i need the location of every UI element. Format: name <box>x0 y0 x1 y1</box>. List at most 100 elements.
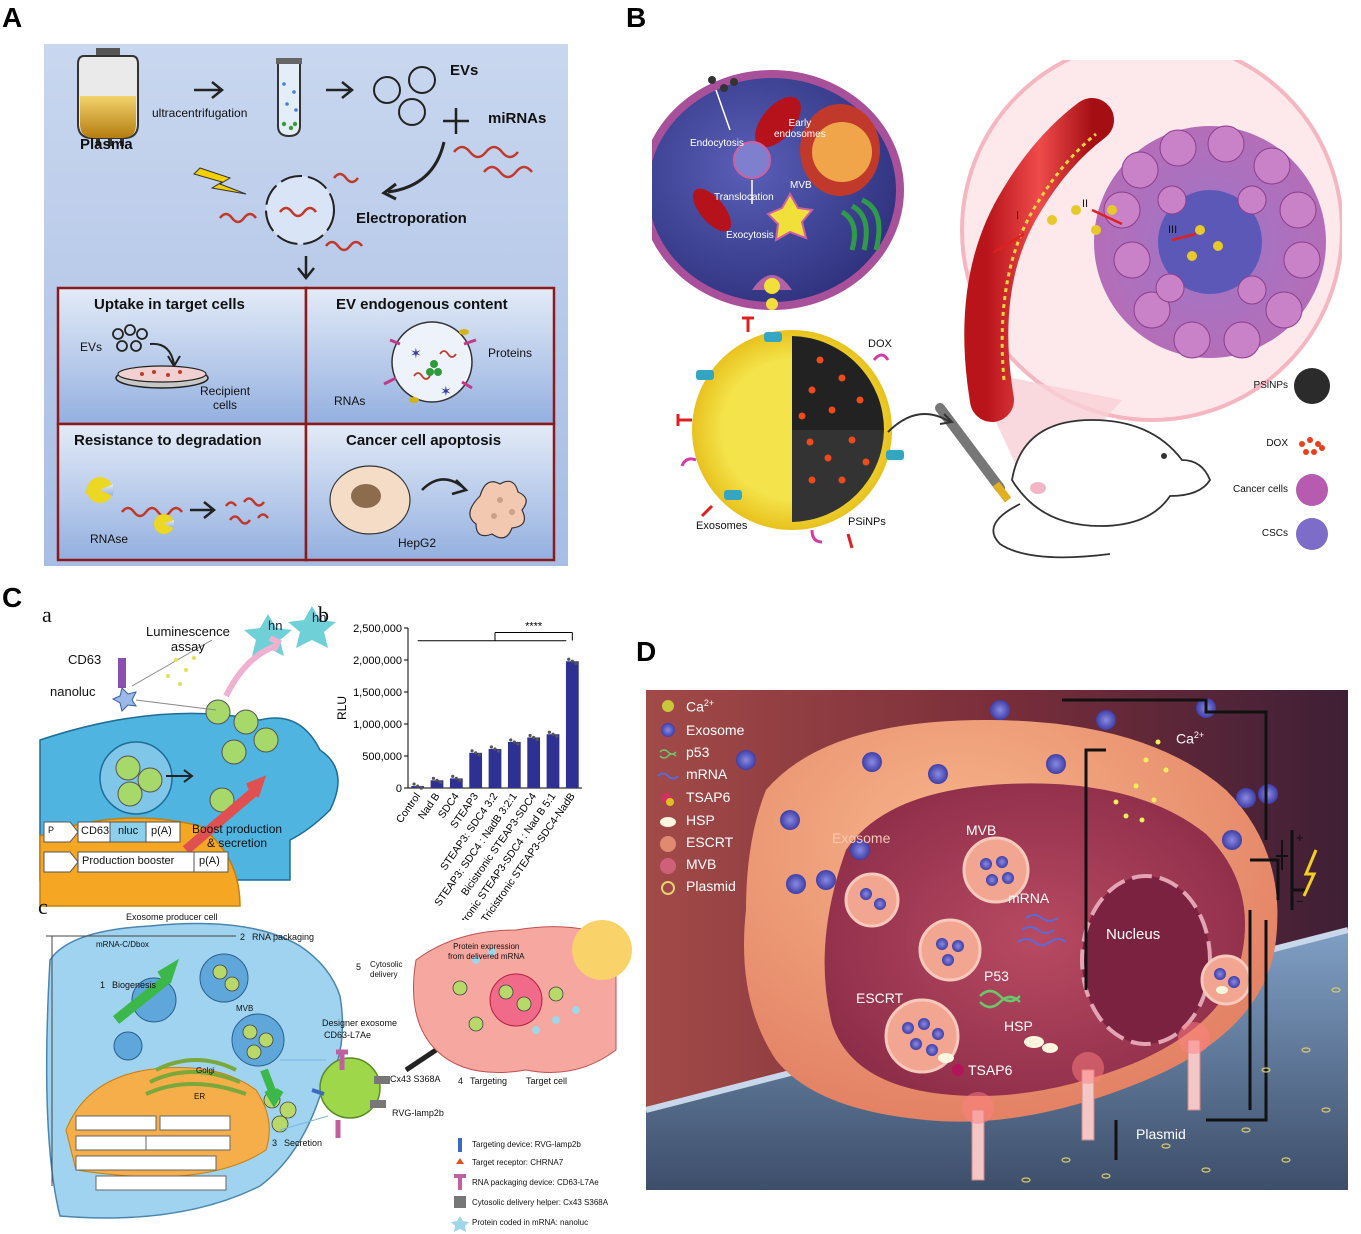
ultracentrifugation-label: ultracentrifugation <box>152 106 248 120</box>
y-tick-label-4: 2,000,000 <box>353 655 402 667</box>
bar-0-point-1 <box>416 784 420 788</box>
step-2-label: 2 <box>240 932 246 942</box>
ca-label: Ca2+ <box>1176 730 1205 747</box>
mrna-cdbox-label: mRNA-C/Dbox <box>96 940 149 949</box>
y-tick-label-3: 1,500,000 <box>353 687 402 699</box>
legend-dox: DOX <box>1266 438 1288 449</box>
panel-c-graphics <box>39 606 632 1232</box>
step-4-label: 4 <box>458 1076 464 1086</box>
panel-letter-a: A <box>2 2 23 33</box>
c-legend-1: Target receptor: CHRNA7 <box>472 1158 564 1167</box>
c-legend-3: Cytosolic delivery helper: Cx43 S368A <box>472 1198 609 1207</box>
d-legend-p53: p53 <box>686 744 710 760</box>
y-tick-label-5: 2,500,000 <box>353 623 402 635</box>
bar-4-point-1 <box>493 747 497 751</box>
psinps-label: PSiNPs <box>848 516 886 528</box>
bar-8-point-1 <box>570 659 574 663</box>
biogenesis-label: Biogenesis <box>112 980 157 990</box>
bar-7 <box>546 734 560 788</box>
rnas-label: RNAs <box>334 394 366 408</box>
legend-cscs: CSCs <box>1261 528 1288 539</box>
c-legend-2: RNA packaging device: CD63-L7Ae <box>472 1178 599 1187</box>
panel-letter-b: B <box>626 2 647 33</box>
electroporation-label: Electroporation <box>356 210 467 227</box>
mrna-label-d: mRNA <box>1008 890 1050 906</box>
bar-8 <box>565 661 579 788</box>
proteins-label: Proteins <box>488 346 533 360</box>
bar-4 <box>488 748 502 788</box>
mirnas-label: miRNAs <box>488 110 547 127</box>
uptake-title: Uptake in target cells <box>94 296 245 313</box>
boost-label: Boost production & secretion <box>192 822 283 850</box>
mvb-label-c: MVB <box>236 1004 254 1013</box>
bar-6-point-1 <box>532 735 536 740</box>
mvb-label-d: MVB <box>966 822 997 838</box>
rna-packaging-label: RNA packaging <box>252 932 315 942</box>
d-legend-exosome: Exosome <box>686 722 745 738</box>
c-legend-0: Targeting device: RVG-lamp2b <box>472 1140 581 1149</box>
d-legend-mrna: mRNA <box>686 766 728 782</box>
roman-i-label: I <box>1016 210 1020 222</box>
dox-label: DOX <box>868 338 892 350</box>
minus-terminal: − <box>1296 894 1304 909</box>
escrt-label-d: ESCRT <box>856 990 904 1006</box>
bar-8-point-0 <box>567 657 571 661</box>
y-tick-label-1: 500,000 <box>362 751 402 763</box>
bar-1 <box>430 780 444 788</box>
exocytosis-label: Exocytosis <box>726 230 774 241</box>
designer-exosome-label: Designer exosome <box>322 1018 398 1028</box>
bar-1-point-1 <box>435 778 439 782</box>
svg-text:✶: ✶ <box>440 384 452 400</box>
hepg2-label: HepG2 <box>398 536 437 550</box>
y-axis-label: RLU <box>335 696 349 720</box>
bar-7-point-1 <box>551 732 555 736</box>
rnase-label: RNAse <box>90 532 129 546</box>
gene1-nluc: nluc <box>118 825 139 837</box>
bar-6-point-2 <box>535 737 539 742</box>
d-legend-tsap6: TSAP6 <box>686 789 731 805</box>
d-legend-ca: Ca2+ <box>686 698 715 715</box>
c-legend-4: Protein coded in mRNA: nanoluc <box>472 1218 589 1227</box>
bar-6 <box>527 737 541 788</box>
bar-5-point-0 <box>509 738 513 742</box>
bar-4-point-0 <box>489 745 493 749</box>
endocytosis-label: Endocytosis <box>690 138 744 149</box>
er-label: ER <box>194 1092 206 1101</box>
bar-2-point-2 <box>458 778 462 782</box>
gene1-promoter: P <box>48 825 55 835</box>
resistance-title: Resistance to degradation <box>74 432 262 449</box>
panel-d: Ca2+ Exosome p53 mRNA TSAP6 HSP ESCRT MV… <box>646 690 1348 1190</box>
bar-5 <box>507 741 521 788</box>
d-legend-escrt: ESCRT <box>686 834 734 850</box>
gene1-pa: p(A) <box>151 825 172 837</box>
plasma-bag-icon <box>77 48 139 146</box>
rlu-bar-chart: 0500,0001,000,0001,500,0002,000,0002,500… <box>335 620 582 920</box>
nanoluc-label: nanoluc <box>50 684 96 699</box>
early-endosomes-label: Early endosomes <box>774 118 826 140</box>
apoptosis-title: Cancer cell apoptosis <box>346 432 502 449</box>
producer-cell-label: Exosome producer cell <box>126 912 218 922</box>
golgi-label: Golgi <box>196 1066 215 1075</box>
roman-iii-label: III <box>1168 224 1178 236</box>
legend-cancer-cells: Cancer cells <box>1232 484 1288 495</box>
nucleus-label: Nucleus <box>1106 926 1161 943</box>
step-3-label: 3 <box>272 1138 278 1148</box>
panel-b: Endocytosis Early endosomes MVB Transloc… <box>652 60 1342 560</box>
bar-1-point-0 <box>431 776 435 780</box>
evs-label: EVs <box>450 62 479 79</box>
cd63-label: CD63 <box>68 652 102 667</box>
panel-letter-d: D <box>636 636 657 667</box>
endogenous-title: EV endogenous content <box>336 296 508 313</box>
bar-4-point-2 <box>497 749 501 753</box>
bar-2 <box>449 778 463 788</box>
bar-2-point-1 <box>454 776 458 780</box>
bar-0-point-2 <box>419 786 423 790</box>
bar-7-point-0 <box>547 730 551 734</box>
panel-letter-c: C <box>2 582 23 613</box>
panel-a-graphics: ✶ ✶ <box>44 44 568 566</box>
p53-label-d: P53 <box>984 968 1009 984</box>
hn2-label: hn <box>312 610 327 625</box>
d-legend-plasmid: Plasmid <box>686 878 736 894</box>
plus-terminal: + <box>1296 830 1304 845</box>
plasma-label: Plasma <box>80 136 133 153</box>
